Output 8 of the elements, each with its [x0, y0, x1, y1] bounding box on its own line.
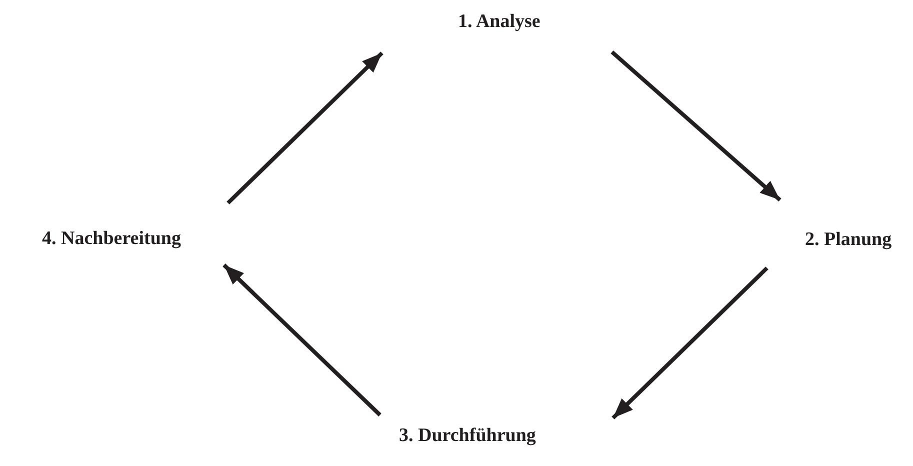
arrow: [222, 264, 382, 416]
step-label: 4. Nachbereitung: [42, 228, 181, 251]
arrow: [612, 266, 768, 420]
arrow: [610, 50, 782, 202]
arrow: [226, 52, 384, 204]
step-label: 3. Durchführung: [399, 425, 536, 448]
step-label: 1. Analyse: [458, 11, 540, 34]
step-label: 2. Planung: [805, 229, 892, 252]
